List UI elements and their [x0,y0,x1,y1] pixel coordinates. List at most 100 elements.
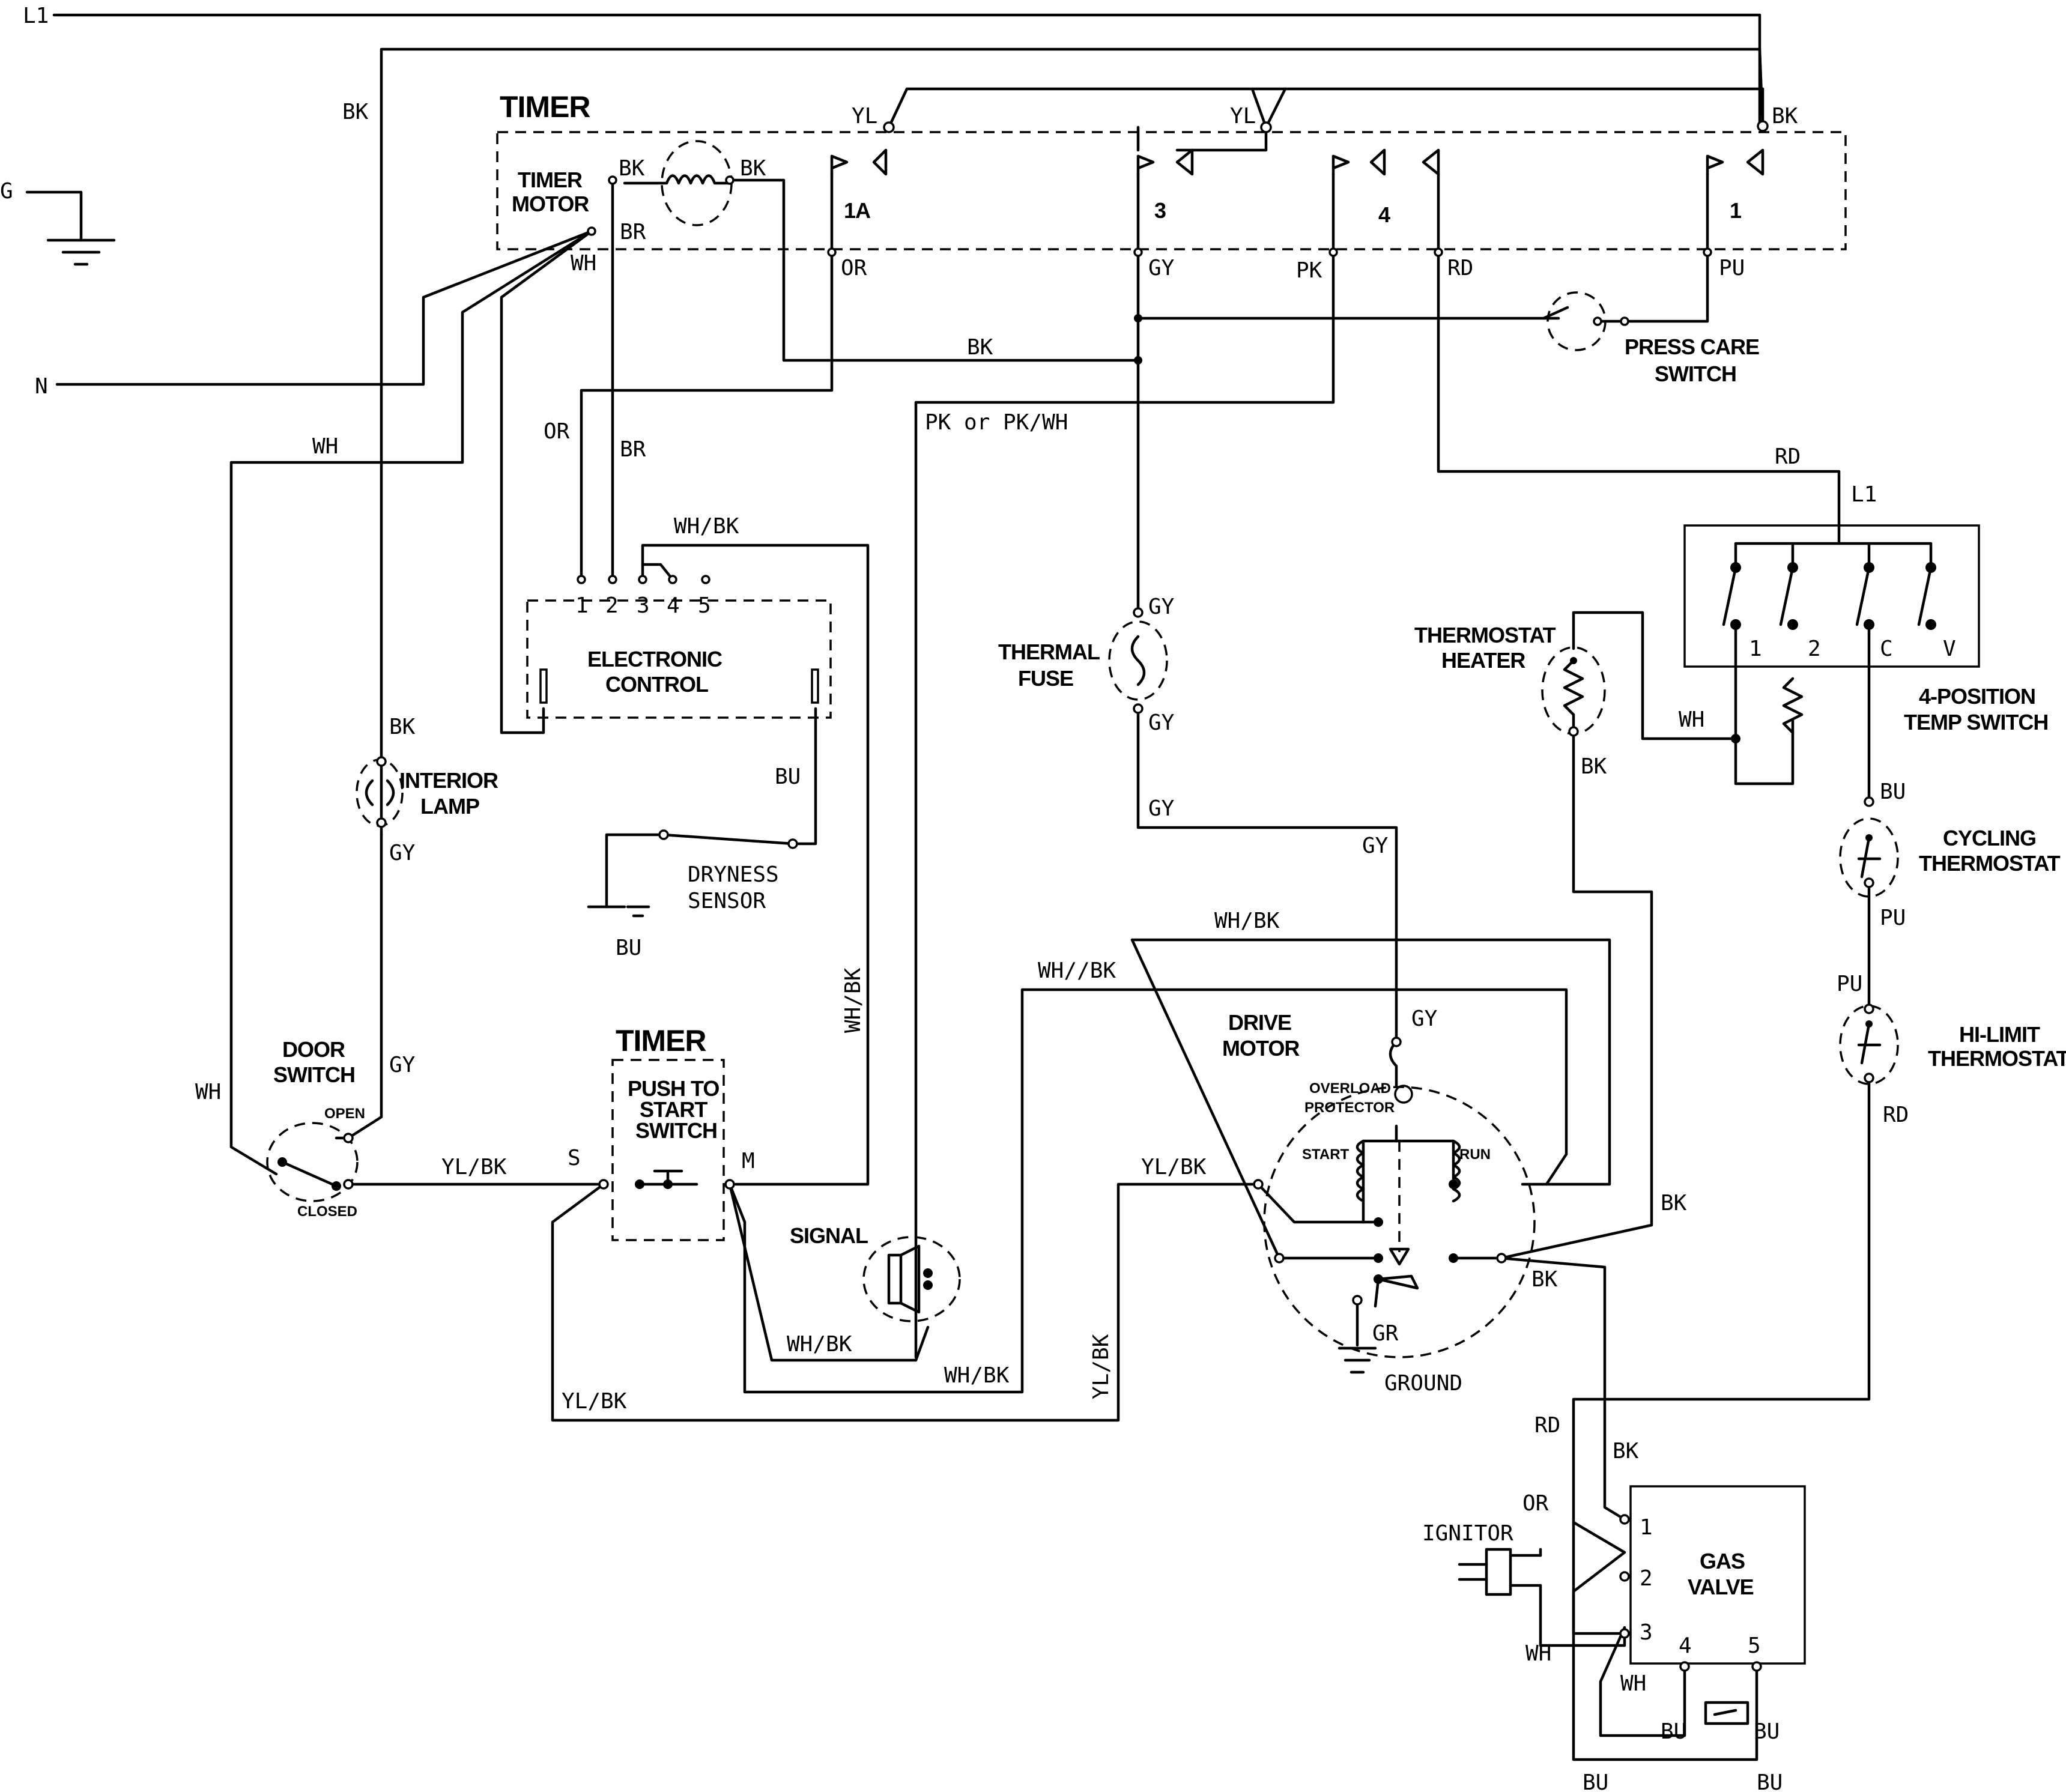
symbols [46,148,1933,1725]
gv-pin-5: 5 [1748,1633,1761,1658]
neutral-label: N [35,374,48,399]
door-switch-line2: SWITCH [273,1062,355,1087]
wire-label: BK [1772,104,1798,129]
contact-3-label: 3 [1154,198,1166,223]
wire-label: BK [1581,754,1607,779]
hilimit-thermostat-line1: HI-LIMIT [1959,1022,2040,1047]
press-care-line1: PRESS CARE [1625,334,1759,359]
wire-label: BU [1661,1719,1686,1744]
drive-motor-line1: DRIVE [1228,1010,1291,1035]
wire-label: BK [1613,1439,1639,1464]
wire-label: GY [389,1053,416,1077]
overload-protector-icon [1389,1040,1398,1089]
wire-label: RD [1775,444,1801,469]
wire-label: YL/BK [1141,1155,1207,1179]
signal-label: SIGNAL [790,1223,868,1248]
wire-label: WH [312,434,338,459]
wire-label: PU [1880,906,1906,930]
ignitor-label: IGNITOR [1422,1521,1513,1546]
wire-label: BU [1583,1770,1608,1792]
wire-label: WH/BK [944,1363,1010,1388]
drive-motor-line2: MOTOR [1222,1036,1300,1061]
lamp-circle [356,758,404,827]
wire-label: BK [1531,1267,1558,1292]
wire-label: YL/BK [562,1389,627,1414]
wire-label: GY [1362,834,1389,858]
gas-valve-box [1629,1485,1806,1665]
wire-label: WH/BK [841,967,865,1033]
wire-label: BR [620,437,646,462]
gas-valve-line2: VALVE [1688,1575,1754,1599]
wire-label: GY [1148,595,1175,619]
gas-valve-coil-icon [1704,1701,1749,1725]
wire-label: GR [1372,1321,1399,1346]
wire-label: BU [1880,779,1906,804]
wire-label: BK [619,156,645,181]
ec-pin-1: 1 [575,593,589,618]
temp-switch-line1: 4-POSITION [1919,684,2035,709]
start-label: START [1302,1146,1350,1163]
thermostat-heater-line2: HEATER [1441,648,1525,673]
wire-label: WH//BK [1038,958,1116,983]
thermal-fuse-line2: FUSE [1018,666,1073,691]
hilimit-circle [1839,1005,1899,1085]
timer-motor-line1: TIMER [518,168,583,192]
temp-pos-c: C [1880,637,1893,661]
wire-label: WH [571,251,596,276]
lamp-icon [365,779,395,807]
signal-circle [862,1236,961,1322]
push-to-start-line2: START [640,1097,707,1122]
labels: L1 G N L1 TIMER TIMER MOTOR 1A 3 4 1 BK … [0,4,2066,1792]
l1-temp-label: L1 [1851,482,1877,507]
wire-label: GY [1148,256,1175,280]
wire-label: PK [1296,258,1322,283]
overload-line1: OVERLOAD [1309,1080,1391,1097]
gv-pin-2: 2 [1640,1566,1653,1591]
wire-label: WH/BK [674,514,739,539]
push-to-start-line3: SWITCH [635,1118,717,1143]
heater-resistor-icon [1563,659,1584,728]
door-open-label: OPEN [324,1106,365,1122]
ec-pin-3: 3 [637,593,650,618]
thermal-fuse-circle [1108,620,1168,701]
contact-4-label: 4 [1378,202,1390,227]
terminal-dots [277,120,1936,1672]
wire-label: RD [1534,1413,1560,1438]
electronic-control-box [526,599,832,719]
gv-pin-3: 3 [1640,1620,1653,1645]
temp-switch-contacts-icon [1722,542,1933,626]
door-switch-circle [266,1122,359,1202]
contact-1-label: 1 [1730,198,1742,223]
wire-label: OR [1522,1491,1549,1516]
timer-title: TIMER [500,90,590,124]
wire-label: WH/BK [787,1332,852,1357]
wire-label: YL [852,104,877,129]
contact-4-icon [1331,148,1440,176]
wire-label: PU [1719,256,1745,280]
push-to-start-line1: PUSH TO [628,1076,719,1101]
ignitor-icon [1485,1548,1512,1596]
temp-pos-1: 1 [1749,637,1762,661]
electronic-control-line2: CONTROL [605,672,708,697]
contact-1-icon [1706,148,1765,176]
wire-label: YL/BK [1089,1334,1113,1399]
s-terminal-label: S [568,1146,581,1170]
cycling-circle [1839,817,1899,898]
wire-label: OR [544,419,570,444]
gv-pin-4: 4 [1679,1633,1692,1658]
thermal-fuse-icon [1130,635,1146,686]
run-winding-icon [1452,1139,1461,1203]
interior-lamp-line2: LAMP [420,794,479,819]
wire-label: BK [342,100,369,124]
press-care-line2: SWITCH [1655,362,1736,386]
temp-pos-v: V [1943,637,1956,661]
wire-label: OR [841,256,867,280]
wire-label: PU [1837,972,1862,996]
wire-label: YL/BK [441,1155,507,1179]
wire-label: YL [1230,104,1256,129]
ground-label: GROUND [1384,1371,1462,1396]
wire-label: GY [1148,710,1175,735]
wire-label: BK [1661,1191,1687,1215]
cycling-thermostat-line1: CYCLING [1943,826,2036,850]
